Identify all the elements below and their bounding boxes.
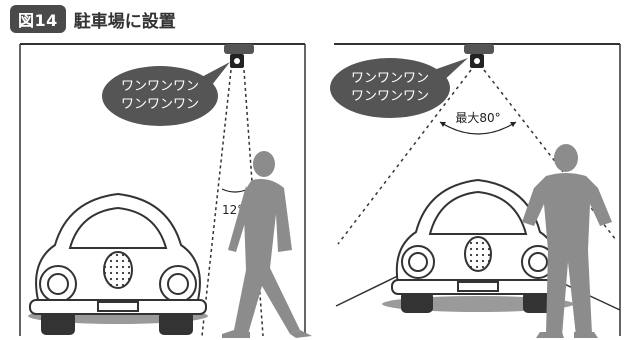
left-angle-label: 12° <box>222 203 243 217</box>
left-bubble-line-1: ワンワンワン <box>121 79 199 94</box>
right-angle-arc <box>439 121 517 135</box>
figure-header: 図14 駐車場に設置 <box>10 5 176 33</box>
right-car <box>382 178 574 313</box>
left-camera-icon <box>224 44 254 68</box>
right-bubble-line-1: ワンワンワン <box>351 71 429 86</box>
left-panel: 12° ワンワンワン ワンワンワン <box>19 43 312 338</box>
right-camera-icon <box>464 44 494 68</box>
left-speech-bubble: ワンワンワン ワンワンワン <box>102 62 230 126</box>
right-panel: 最大80° ワンワンワン ワンワンワン <box>330 43 621 338</box>
left-bubble-line-2: ワンワンワン <box>121 97 199 112</box>
right-detection-cone <box>337 69 617 245</box>
standing-man-silhouette <box>522 144 612 338</box>
right-bubble-line-2: ワンワンワン <box>351 89 429 104</box>
walking-man-silhouette <box>222 151 312 338</box>
right-angle-label: 最大80° <box>455 111 500 125</box>
right-arc-arrow-right-icon <box>510 122 516 127</box>
figure-title: 駐車場に設置 <box>73 11 176 32</box>
figure-number-badge: 図14 <box>10 5 66 33</box>
right-arc-arrow-left-icon <box>440 122 446 127</box>
left-car <box>28 192 208 335</box>
left-angle-arc <box>221 188 249 193</box>
right-speech-bubble: ワンワンワン ワンワンワン <box>330 58 468 118</box>
